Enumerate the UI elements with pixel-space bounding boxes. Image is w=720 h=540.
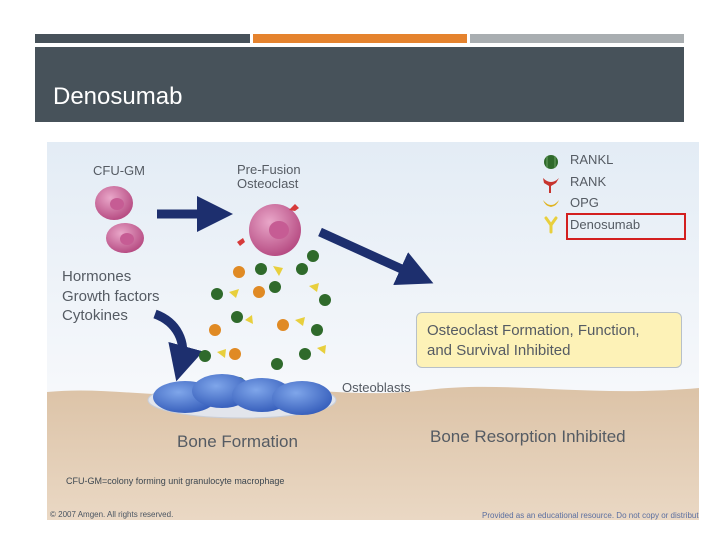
rankl-icon	[544, 155, 558, 169]
legend-denosumab-label: Denosumab	[570, 217, 641, 232]
footnote: CFU-GM=colony forming unit granulocyte m…	[66, 476, 285, 486]
title-banner: Denosumab	[35, 47, 684, 122]
pre-fusion-label-line1: Pre-Fusion	[237, 162, 301, 177]
callout-line2: and Survival Inhibited	[427, 342, 571, 359]
hormone-arrow	[153, 309, 204, 382]
legend-rankl-label: RANKL	[570, 152, 614, 167]
bone-formation-label: Bone Formation	[177, 432, 298, 451]
rank-icon	[543, 178, 559, 193]
opg-icon	[543, 200, 559, 207]
bone-resorption-label: Bone Resorption Inhibited	[430, 427, 626, 446]
legend-icons	[543, 155, 559, 234]
mechanism-diagram: CFU-GM Pre-Fusion Osteoclast Hormones Gr…	[47, 142, 699, 520]
inhibition-callout-text: Osteoclast Formation, Function, and Surv…	[427, 321, 671, 361]
cfu-gm-cells	[95, 186, 144, 253]
disclaimer: Provided as an educational resource. Do …	[482, 511, 699, 520]
cytokines-label: Cytokines	[62, 307, 128, 324]
header-bar-dark	[35, 34, 250, 43]
molecule-cluster	[199, 250, 331, 389]
callout-line1: Osteoclast Formation, Function,	[427, 322, 640, 339]
slide-title: Denosumab	[53, 83, 183, 110]
inhibition-callout-box: Osteoclast Formation, Function, and Surv…	[416, 312, 682, 368]
pre-fusion-osteoclast	[237, 204, 301, 256]
growth-factors-label: Growth factors	[62, 288, 160, 305]
denosumab-icon	[544, 216, 558, 234]
legend-opg-label: OPG	[570, 195, 599, 210]
hormones-label: Hormones	[62, 268, 132, 285]
header-bar-orange	[253, 34, 467, 43]
inhibition-arrow	[318, 227, 434, 285]
copyright: © 2007 Amgen. All rights reserved.	[50, 510, 174, 519]
header-bar-gray	[470, 34, 684, 43]
legend-rank-label: RANK	[570, 174, 607, 189]
osteoblasts-label: Osteoblasts	[342, 380, 411, 395]
denosumab-highlight-box	[566, 213, 686, 240]
osteoblast-cells	[147, 374, 337, 419]
cfu-gm-label: CFU-GM	[93, 163, 145, 178]
pre-fusion-label-line2: Osteoclast	[237, 176, 299, 191]
